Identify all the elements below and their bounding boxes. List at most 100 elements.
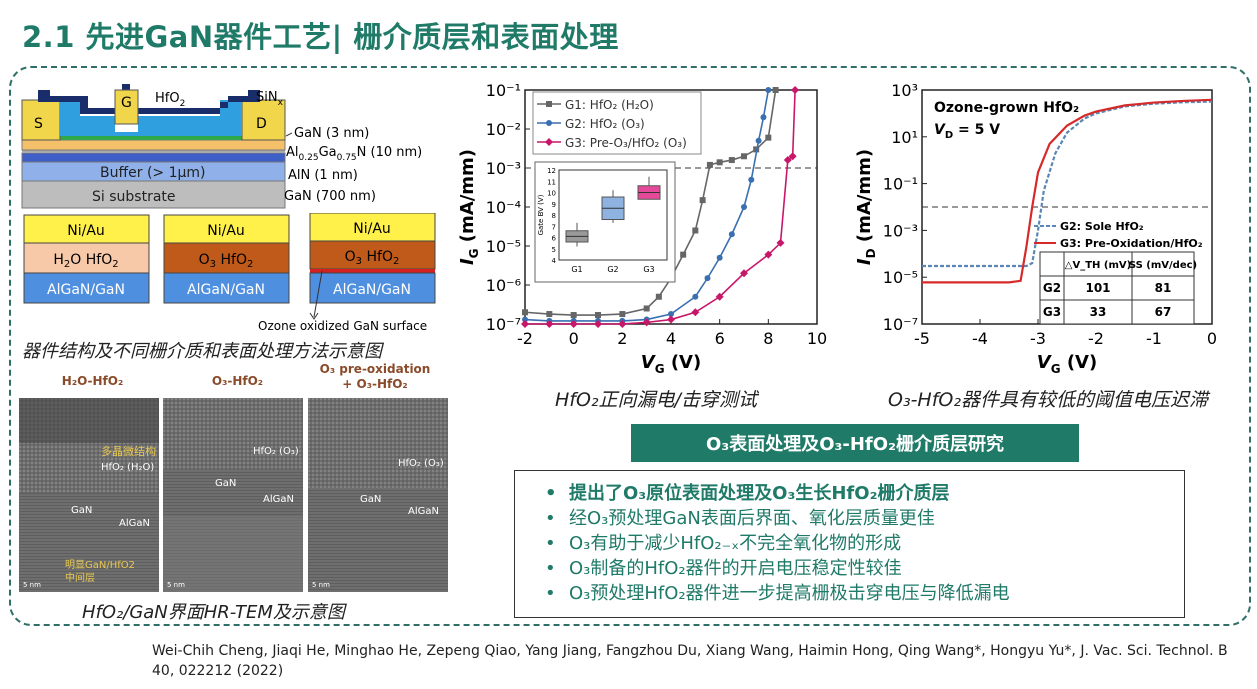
y-tick-label: 10⁻⁶ bbox=[486, 276, 521, 295]
gan-cap-layer bbox=[38, 136, 268, 140]
legend-label: G3: Pre-Oxidation/HfO₂ bbox=[1060, 237, 1203, 250]
x-tick-label: 8 bbox=[763, 329, 773, 348]
svg-text:HfO₂ (O₃): HfO₂ (O₃) bbox=[253, 446, 299, 457]
x-tick-label: 4 bbox=[666, 329, 676, 348]
data-point bbox=[741, 153, 747, 160]
data-point bbox=[521, 320, 529, 328]
gan-700-layer bbox=[21, 152, 286, 163]
data-point bbox=[760, 114, 767, 121]
svg-text:Ni/Au: Ni/Au bbox=[67, 223, 105, 239]
series-line bbox=[922, 98, 1213, 284]
data-point bbox=[595, 312, 601, 319]
x-tick-label: -1 bbox=[1146, 329, 1162, 348]
data-point bbox=[618, 320, 627, 328]
inset-y-tick: 5 bbox=[552, 246, 556, 254]
legend-marker bbox=[546, 120, 552, 126]
bullet-item: •经O₃预处理GaN表面后界面、氧化层质量更佳 bbox=[545, 508, 935, 529]
table-text: △V_TH (mV) bbox=[1065, 260, 1131, 271]
y-tick-label: 10⁻³ bbox=[486, 159, 521, 178]
bullet-dot: • bbox=[545, 558, 556, 579]
data-point bbox=[765, 134, 772, 141]
aln-callout: AlN (1 nm) bbox=[288, 168, 358, 183]
svg-text:多晶微结构: 多晶微结构 bbox=[101, 444, 156, 458]
data-point bbox=[699, 197, 706, 204]
legend-label: G3: Pre-O₃/HfO₂ (O₃) bbox=[565, 136, 687, 150]
drain-label: D bbox=[256, 116, 267, 132]
y-tick-label: 10⁻⁷ bbox=[883, 315, 918, 334]
data-point bbox=[772, 87, 779, 93]
chart2-caption: O₃-HfO₂器件具有较低的阈值电压迟滞 bbox=[888, 389, 1208, 411]
svg-text:AlGaN: AlGaN bbox=[119, 518, 150, 529]
inset-y-tick: 12 bbox=[547, 167, 556, 175]
tem-image-h2o: 多晶微结构 HfO₂ (H₂O) GaN AlGaN 明显GaN/HfO2 中间… bbox=[19, 398, 159, 592]
inset-y-tick: 10 bbox=[547, 190, 556, 198]
data-point bbox=[728, 157, 735, 164]
table-cell bbox=[1039, 251, 1065, 277]
y-tick-label: 10⁻⁷ bbox=[486, 315, 521, 334]
x-axis-label: VG (V) bbox=[1037, 352, 1097, 376]
y-tick-label: 10⁻² bbox=[486, 120, 521, 139]
inset-x-label: G1 bbox=[571, 265, 582, 274]
inset-y-tick: 11 bbox=[547, 178, 556, 186]
sinx-layer bbox=[38, 84, 260, 114]
reference-citation: Wei-Chih Cheng, Jiaqi He, Minghao He, Ze… bbox=[152, 643, 1228, 679]
data-point bbox=[692, 227, 699, 234]
gate-label: G bbox=[121, 95, 132, 111]
data-point bbox=[619, 311, 626, 318]
table-text: 81 bbox=[1155, 281, 1172, 295]
chart1-caption: HfO₂正向漏电/击穿测试 bbox=[555, 389, 757, 411]
inset-y-tick: 7 bbox=[552, 223, 556, 231]
y-tick-label: 10⁻⁴ bbox=[486, 198, 521, 217]
svg-text:HfO₂ (H₂O): HfO₂ (H₂O) bbox=[101, 462, 154, 473]
y-tick-label: 10⁻⁵ bbox=[486, 237, 521, 256]
chart-subtitle: VD = 5 V bbox=[934, 122, 1000, 141]
data-point bbox=[755, 137, 762, 144]
legend-label: G2: HfO₂ (O₃) bbox=[565, 117, 645, 131]
bullet-item: •O₃有助于减少HfO₂₋ₓ不完全氧化物的形成 bbox=[545, 533, 902, 554]
data-point bbox=[704, 275, 711, 282]
tem-label-2: O₃-HfO₂ bbox=[211, 374, 264, 388]
data-point bbox=[667, 315, 675, 324]
gate-contact bbox=[114, 89, 139, 125]
data-point bbox=[680, 251, 687, 258]
device-structure-diagram: G S D Buffer (> 1µm) Si substrate HfO2 S… bbox=[21, 84, 422, 209]
bullet-item: •O₃制备的HfO₂器件的开启电压稳定性较佳 bbox=[545, 558, 902, 579]
table-text: 33 bbox=[1090, 305, 1107, 319]
svg-text:O3 HfO2: O3 HfO2 bbox=[345, 249, 400, 267]
bullet-dot: • bbox=[545, 583, 556, 604]
inset-x-label: G2 bbox=[607, 265, 618, 274]
inset-y-tick: 6 bbox=[552, 235, 557, 243]
chart-title: Ozone-grown HfO₂ bbox=[934, 100, 1079, 116]
x-tick-label: -4 bbox=[972, 329, 988, 348]
aln-layer bbox=[22, 150, 285, 153]
y-tick-label: 10⁻⁵ bbox=[883, 268, 918, 287]
data-point bbox=[728, 231, 735, 238]
data-point bbox=[668, 311, 674, 318]
svg-text:中间层: 中间层 bbox=[65, 571, 95, 584]
bullet-item: •提出了O₃原位表面处理及O₃生长HfO₂栅介质层 bbox=[545, 483, 950, 504]
bullet-dot: • bbox=[545, 533, 556, 554]
y-tick-label: 10¹ bbox=[891, 128, 918, 147]
data-point bbox=[545, 320, 554, 328]
svg-text:明显GaN/HfO2: 明显GaN/HfO2 bbox=[65, 559, 135, 571]
x-tick-label: 0 bbox=[1207, 329, 1217, 348]
stack-o3: Ni/Au O3 HfO2 AlGaN/GaN bbox=[163, 214, 290, 304]
x-tick-label: 2 bbox=[617, 329, 627, 348]
x-tick-label: -2 bbox=[1088, 329, 1104, 348]
inset-y-tick: 9 bbox=[552, 201, 556, 209]
bullet-dot: • bbox=[545, 483, 557, 504]
data-point bbox=[522, 309, 528, 316]
y-axis-label: IG (mA/mm) bbox=[457, 149, 481, 265]
y-tick-label: 10⁻¹ bbox=[486, 81, 521, 100]
inset-frame bbox=[534, 161, 676, 283]
data-point bbox=[691, 308, 700, 317]
x-tick-label: -2 bbox=[517, 329, 533, 348]
table-text: 101 bbox=[1085, 281, 1110, 295]
svg-text:HfO₂ (O₃): HfO₂ (O₃) bbox=[398, 458, 444, 469]
svg-text:AlGaN: AlGaN bbox=[408, 506, 439, 517]
data-point bbox=[655, 293, 662, 300]
data-point bbox=[716, 159, 723, 166]
ozone-note: Ozone oxidized GaN surface bbox=[258, 319, 427, 333]
table-cell bbox=[1131, 275, 1195, 301]
